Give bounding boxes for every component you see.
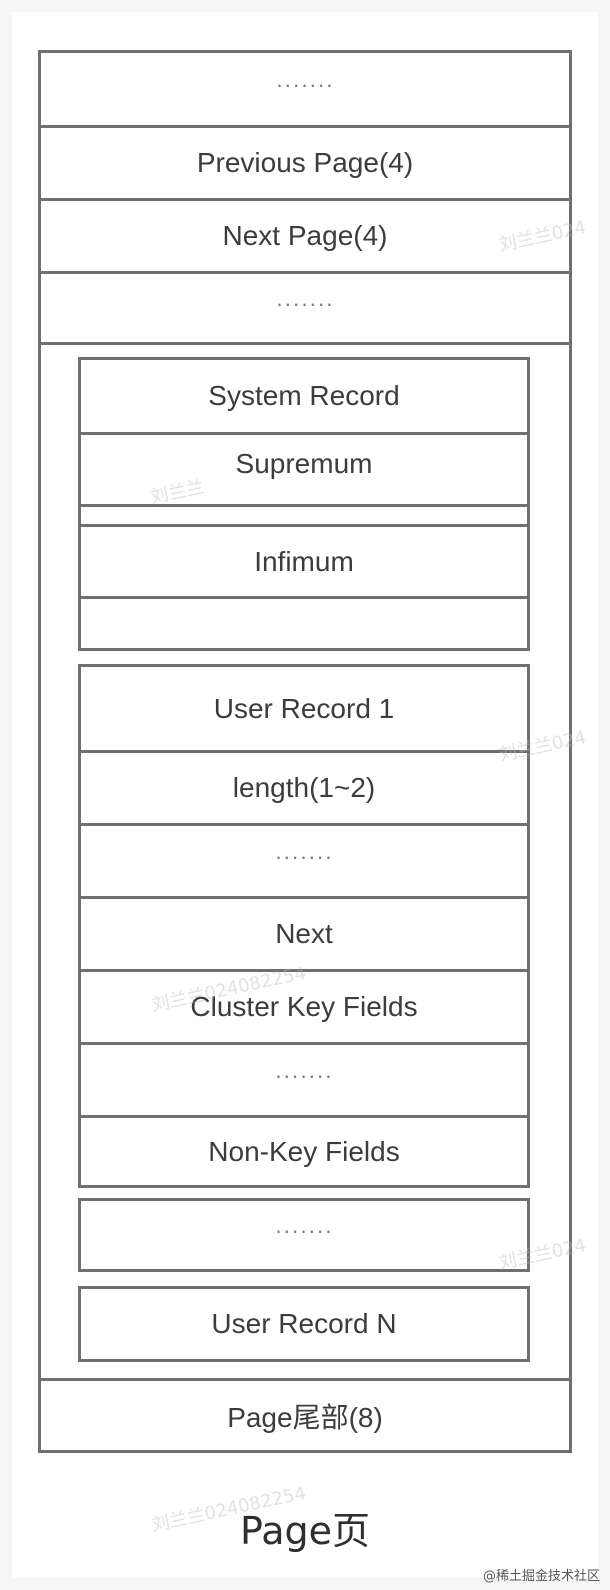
divider <box>81 596 527 599</box>
divider <box>41 198 569 201</box>
user-record-1-box: User Record 1 length(1~2) ······· Next C… <box>78 664 530 1188</box>
divider <box>81 504 527 507</box>
divider <box>41 271 569 274</box>
divider <box>41 1378 569 1381</box>
user-record-1-label: User Record 1 <box>213 692 395 724</box>
page-header-dots-top: ······· <box>41 53 569 125</box>
divider <box>81 524 527 527</box>
user-record-1-header: User Record 1 <box>81 667 527 750</box>
supremum-row: Supremum <box>81 435 527 504</box>
user-record-dots-1: ······· <box>81 826 527 896</box>
divider <box>81 896 527 899</box>
divider <box>41 125 569 128</box>
diagram-caption: Page页 <box>240 1509 370 1553</box>
next-page-label: Next Page(4) <box>222 220 388 251</box>
dots-text: ······· <box>275 291 335 316</box>
divider <box>41 342 569 345</box>
divider <box>81 750 527 753</box>
system-record-header: System Record <box>81 360 527 432</box>
dots-text: ······· <box>275 72 335 97</box>
system-record-label: System Record <box>208 380 400 411</box>
previous-page-row: Previous Page(4) <box>41 128 569 198</box>
infimum-label: Infimum <box>254 545 354 577</box>
length-label: length(1~2) <box>232 772 376 803</box>
dots-text: ······· <box>274 1063 334 1088</box>
divider <box>81 1115 527 1118</box>
next-label: Next <box>275 918 333 949</box>
user-record-n-box: User Record N <box>78 1286 530 1362</box>
user-record-n-label: User Record N <box>211 1308 397 1339</box>
divider <box>81 1042 527 1045</box>
user-record-dots-2: ······· <box>81 1045 527 1115</box>
dots-text: ······· <box>274 844 334 869</box>
page-trailer-row: Page尾部(8) <box>41 1381 569 1450</box>
page-trailer-label: Page尾部(8) <box>227 1401 383 1433</box>
records-ellipsis-box: ······· <box>78 1198 530 1272</box>
previous-page-label: Previous Page(4) <box>196 147 414 178</box>
length-row: length(1~2) <box>81 753 527 823</box>
divider <box>81 969 527 972</box>
dots-text: ······· <box>274 1218 334 1243</box>
non-key-fields-label: Non-Key Fields <box>208 1135 400 1167</box>
divider <box>81 432 527 435</box>
supremum-label: Supremum <box>235 447 373 479</box>
non-key-fields-row: Non-Key Fields <box>81 1118 527 1185</box>
records-ellipsis-row: ······· <box>81 1201 527 1269</box>
infimum-row: Infimum <box>81 527 527 596</box>
next-row: Next <box>81 899 527 969</box>
user-record-n-row: User Record N <box>81 1289 527 1359</box>
system-record-box: System Record Supremum Infimum <box>78 357 530 651</box>
cluster-key-fields-row: Cluster Key Fields <box>81 972 527 1042</box>
next-page-row: Next Page(4) <box>41 201 569 271</box>
page-header-dots: ······· <box>41 274 569 342</box>
cluster-key-fields-label: Cluster Key Fields <box>190 991 418 1022</box>
divider <box>81 823 527 826</box>
footer-credit: @稀土掘金技术社区 <box>482 1569 600 1584</box>
